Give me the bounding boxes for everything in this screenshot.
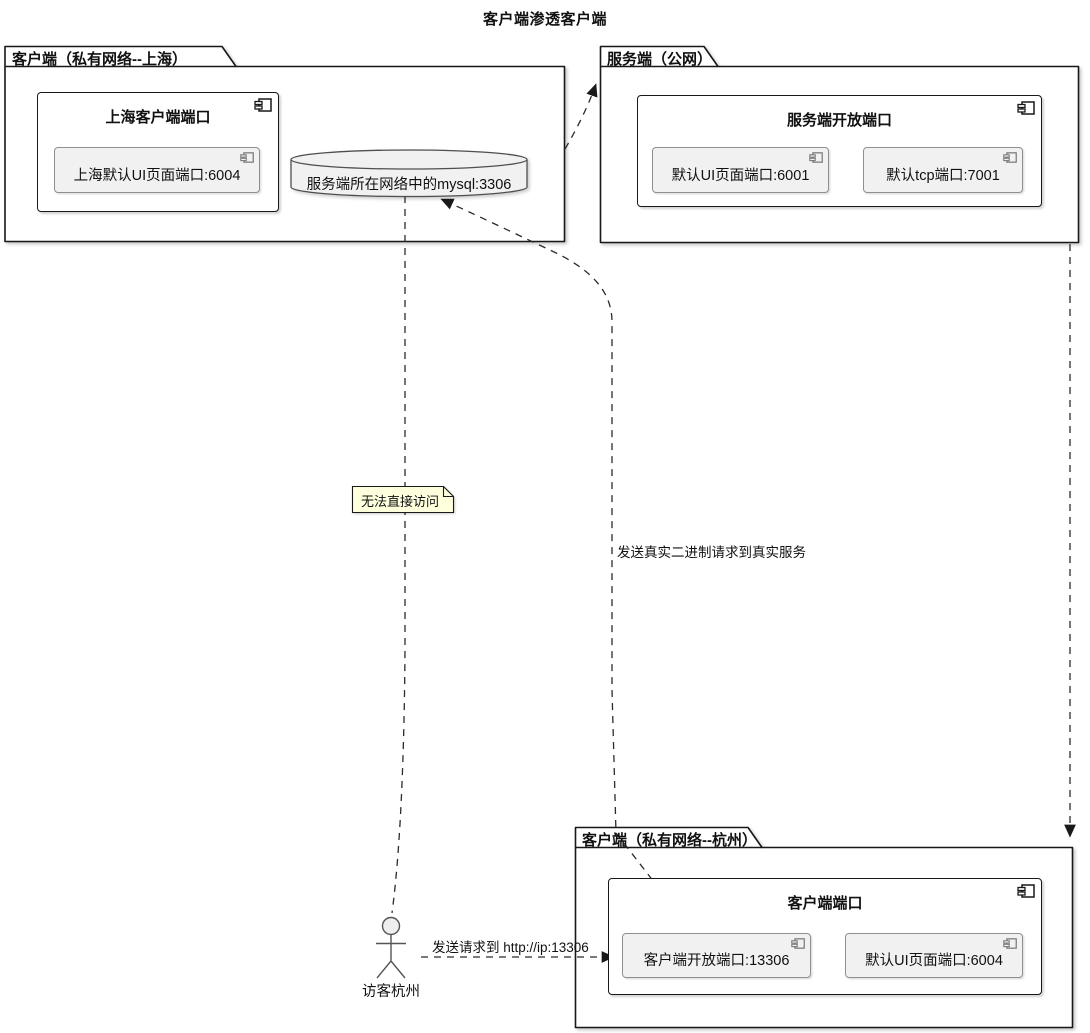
port-label: 默认tcp端口:7001 <box>886 167 1000 184</box>
port-shanghai-ui-6004: 上海默认UI页面端口:6004 <box>54 147 260 193</box>
actor-label: 访客杭州 <box>362 984 420 1000</box>
edge-mysql-to-visitor <box>391 196 406 914</box>
port-label: 默认UI页面端口:6004 <box>865 953 1003 969</box>
note-shape <box>351 485 455 514</box>
package-label-hangzhou: 客户端（私有网络--杭州） <box>582 832 757 849</box>
port-label: 默认UI页面端口:6001 <box>671 167 810 184</box>
edge-label-visitor-request: 发送请求到 http://ip:13306 <box>432 940 589 955</box>
database-cylinder-icon <box>290 149 528 198</box>
component-icon <box>1017 884 1035 898</box>
component-title: 客户端端口 <box>787 895 863 912</box>
component-icon <box>1003 938 1017 949</box>
note-text: 无法直接访问 <box>361 494 440 509</box>
port-hangzhou-ui-6004: 默认UI页面端口:6004 <box>845 933 1023 978</box>
component-icon <box>1003 152 1017 163</box>
database-mysql-label: 服务端所在网络中的mysql:3306 <box>306 177 512 193</box>
component-icon <box>1017 101 1035 115</box>
port-label: 客户端开放端口:13306 <box>643 953 790 969</box>
package-label-server: 服务端（公网） <box>607 51 713 68</box>
edge-shanghai-to-server <box>564 83 598 150</box>
port-label: 上海默认UI页面端口:6004 <box>73 167 241 184</box>
component-title: 服务端开放端口 <box>786 112 892 129</box>
port-server-ui-6001: 默认UI页面端口:6001 <box>652 147 829 193</box>
component-icon <box>254 98 272 112</box>
port-hangzhou-open-13306: 客户端开放端口:13306 <box>622 933 811 978</box>
edge-hangzhou-port-to-mysql <box>440 198 693 932</box>
port-server-tcp-7001: 默认tcp端口:7001 <box>863 147 1023 193</box>
component-title: 上海客户端端口 <box>105 109 211 126</box>
edge-label-binary-request: 发送真实二进制请求到真实服务 <box>617 545 806 560</box>
actor-icon <box>376 916 406 979</box>
component-icon <box>809 152 823 163</box>
component-icon <box>791 938 805 949</box>
component-icon <box>240 152 254 163</box>
diagram-title: 客户端渗透客户端 <box>482 11 607 28</box>
package-label-shanghai: 客户端（私有网络--上海） <box>12 51 187 68</box>
